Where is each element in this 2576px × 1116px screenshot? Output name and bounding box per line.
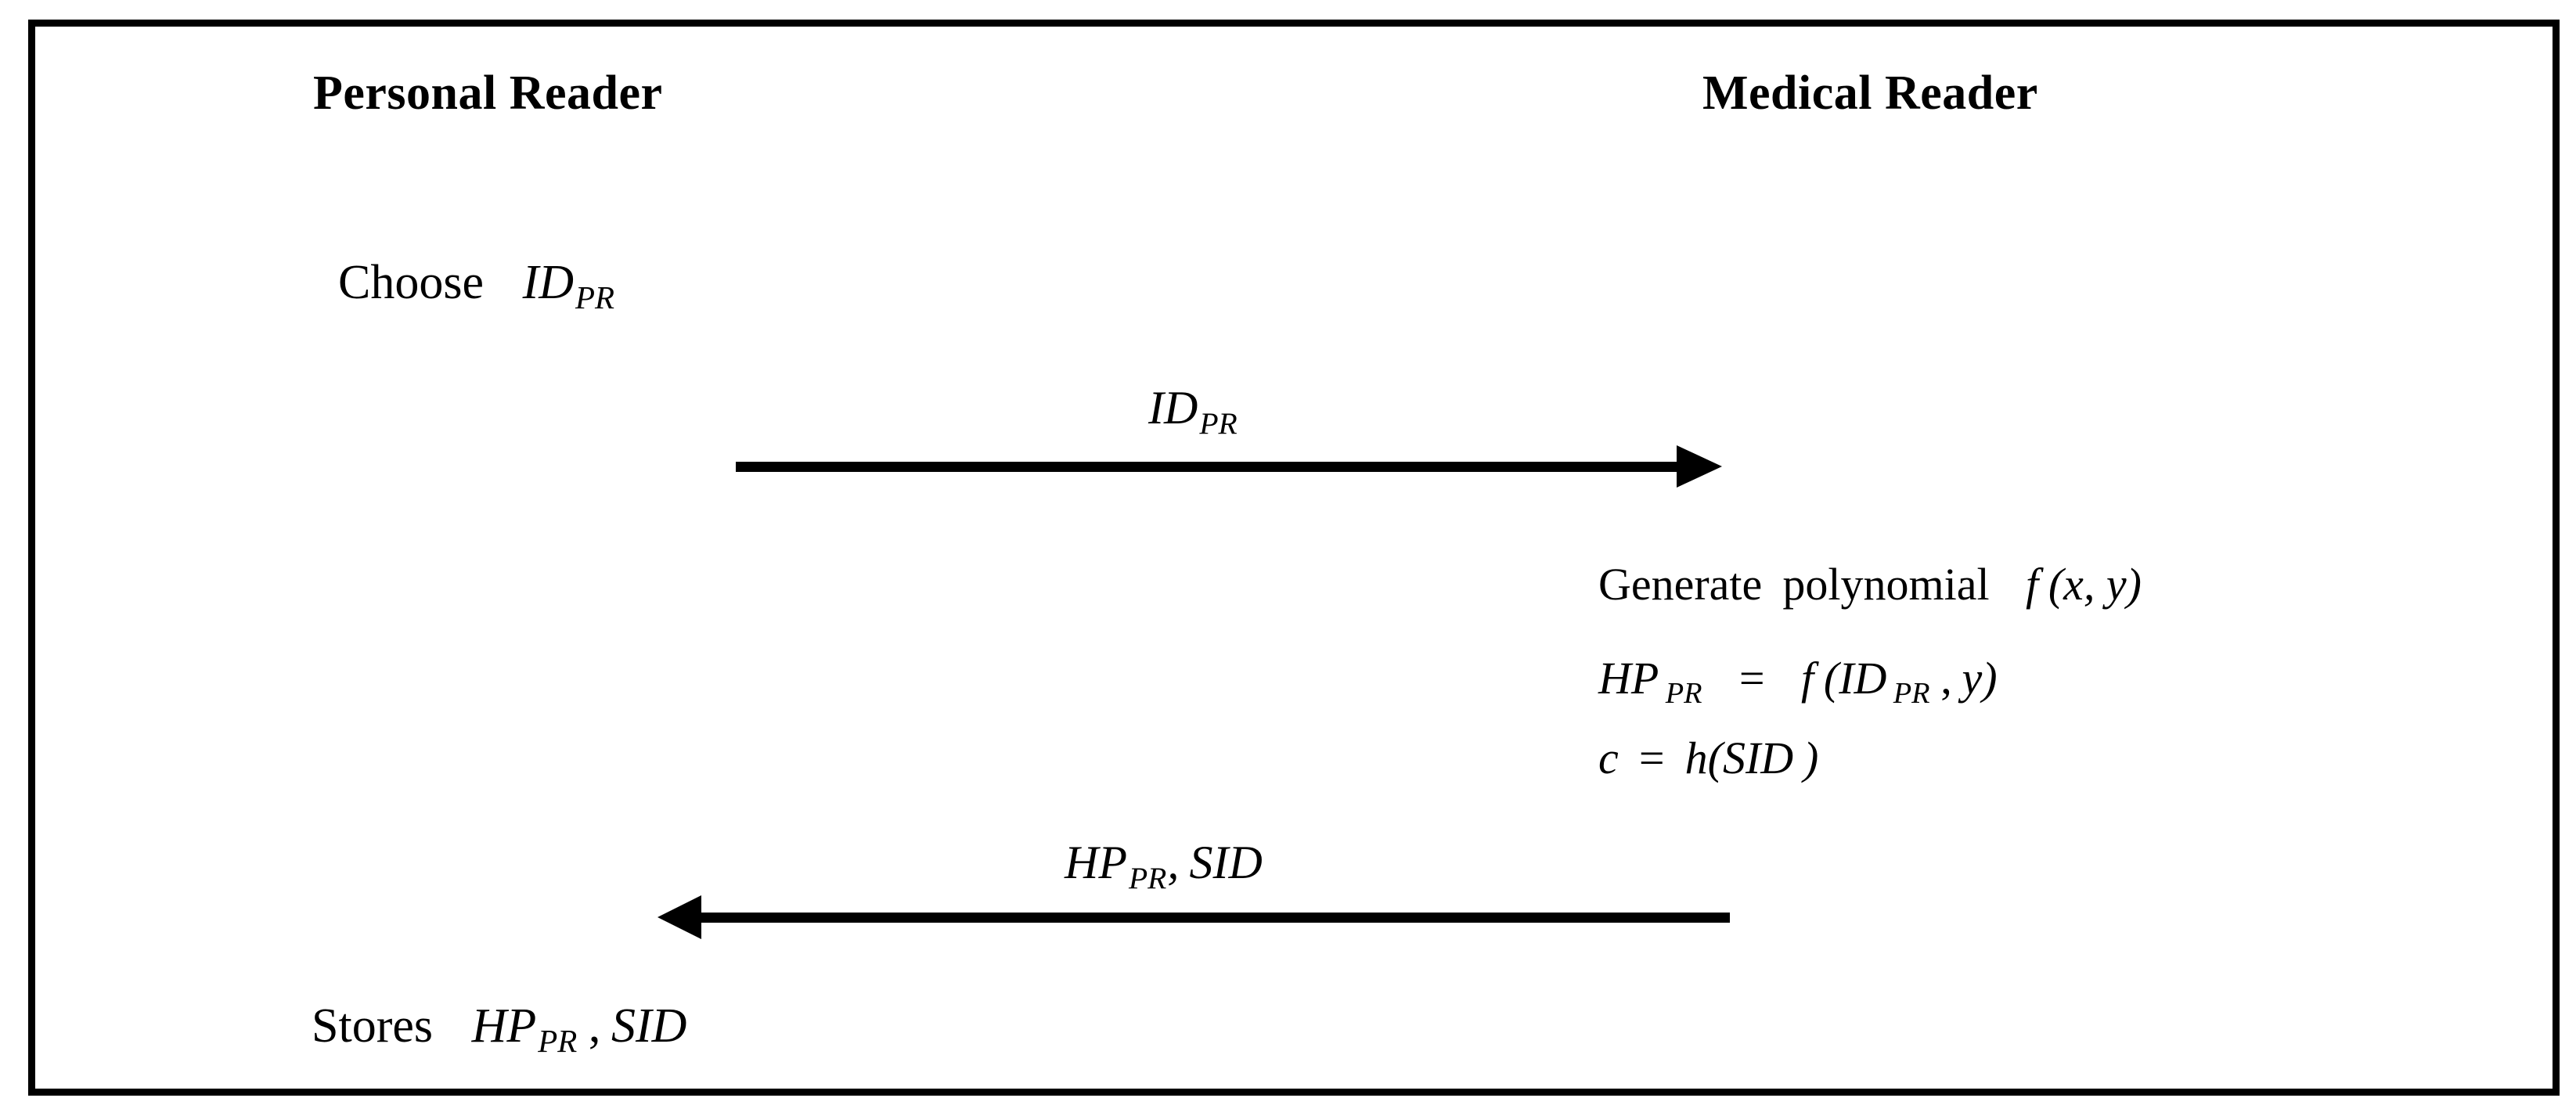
message2-symbol: HP	[1065, 837, 1127, 888]
figure-border	[28, 20, 2560, 1096]
step-choose-id: Choose IDPR	[338, 258, 615, 315]
polynomial-word: polynomial	[1782, 559, 1990, 610]
arrow-head-right-icon	[1677, 445, 1722, 488]
choose-symbol-id: ID	[522, 256, 575, 309]
c-close-paren: )	[1803, 733, 1819, 783]
hp-close-paren: )	[1982, 653, 1998, 704]
message1-subscript: PR	[1199, 405, 1238, 441]
arrow-shaft-right	[736, 462, 1683, 472]
stores-comma: ,	[588, 999, 601, 1053]
hp-arg-id: ID	[1839, 653, 1887, 704]
polynomial-args: (x, y)	[2048, 559, 2142, 610]
hp-arg-y: y	[1962, 653, 1983, 704]
generate-word: Generate	[1598, 559, 1763, 610]
message1-symbol: ID	[1148, 382, 1198, 434]
c-open-paren: (	[1707, 733, 1723, 783]
column-header-personal-reader: Personal Reader	[313, 67, 663, 120]
arrow-head-left-icon	[658, 895, 701, 939]
arrow-shaft-left	[695, 913, 1730, 923]
c-lhs: c	[1598, 733, 1619, 783]
hp-lhs-subscript: PR	[1665, 677, 1702, 711]
c-equals: =	[1638, 733, 1665, 783]
message2-subscript: PR	[1128, 860, 1167, 895]
stores-symbol-sid: SID	[611, 999, 687, 1053]
message2-comma: ,	[1167, 837, 1180, 888]
message-label-id-pr: IDPR	[1148, 381, 1238, 441]
choose-label: Choose	[338, 256, 484, 309]
message2-symbol-sid: SID	[1189, 837, 1263, 888]
choose-subscript-pr: PR	[575, 280, 614, 316]
c-func-h: h	[1684, 733, 1708, 783]
step-generate-polynomial: Generate polynomial f(x, y)	[1598, 562, 2142, 607]
column-header-medical-reader: Medical Reader	[1702, 67, 2038, 120]
message-label-hp-sid: HPPR,SID	[1065, 836, 1263, 896]
polynomial-func-f: f	[2025, 559, 2039, 610]
hp-equals: =	[1738, 653, 1765, 704]
hp-lhs: HP	[1598, 653, 1659, 704]
hp-arg-id-subscript: PR	[1893, 677, 1930, 711]
hp-open-paren: (	[1823, 653, 1839, 704]
c-arg-sid: SID	[1722, 733, 1794, 783]
stores-symbol-hp: HP	[471, 999, 537, 1053]
stores-label: Stores	[312, 999, 433, 1053]
hp-comma: ,	[1940, 653, 1952, 704]
hp-func-f: f	[1800, 653, 1814, 704]
step-stores: Stores HPPR,SID	[312, 1002, 686, 1058]
stores-subscript-pr: PR	[538, 1024, 578, 1060]
step-compute-c: c = h(SID)	[1598, 736, 1818, 781]
